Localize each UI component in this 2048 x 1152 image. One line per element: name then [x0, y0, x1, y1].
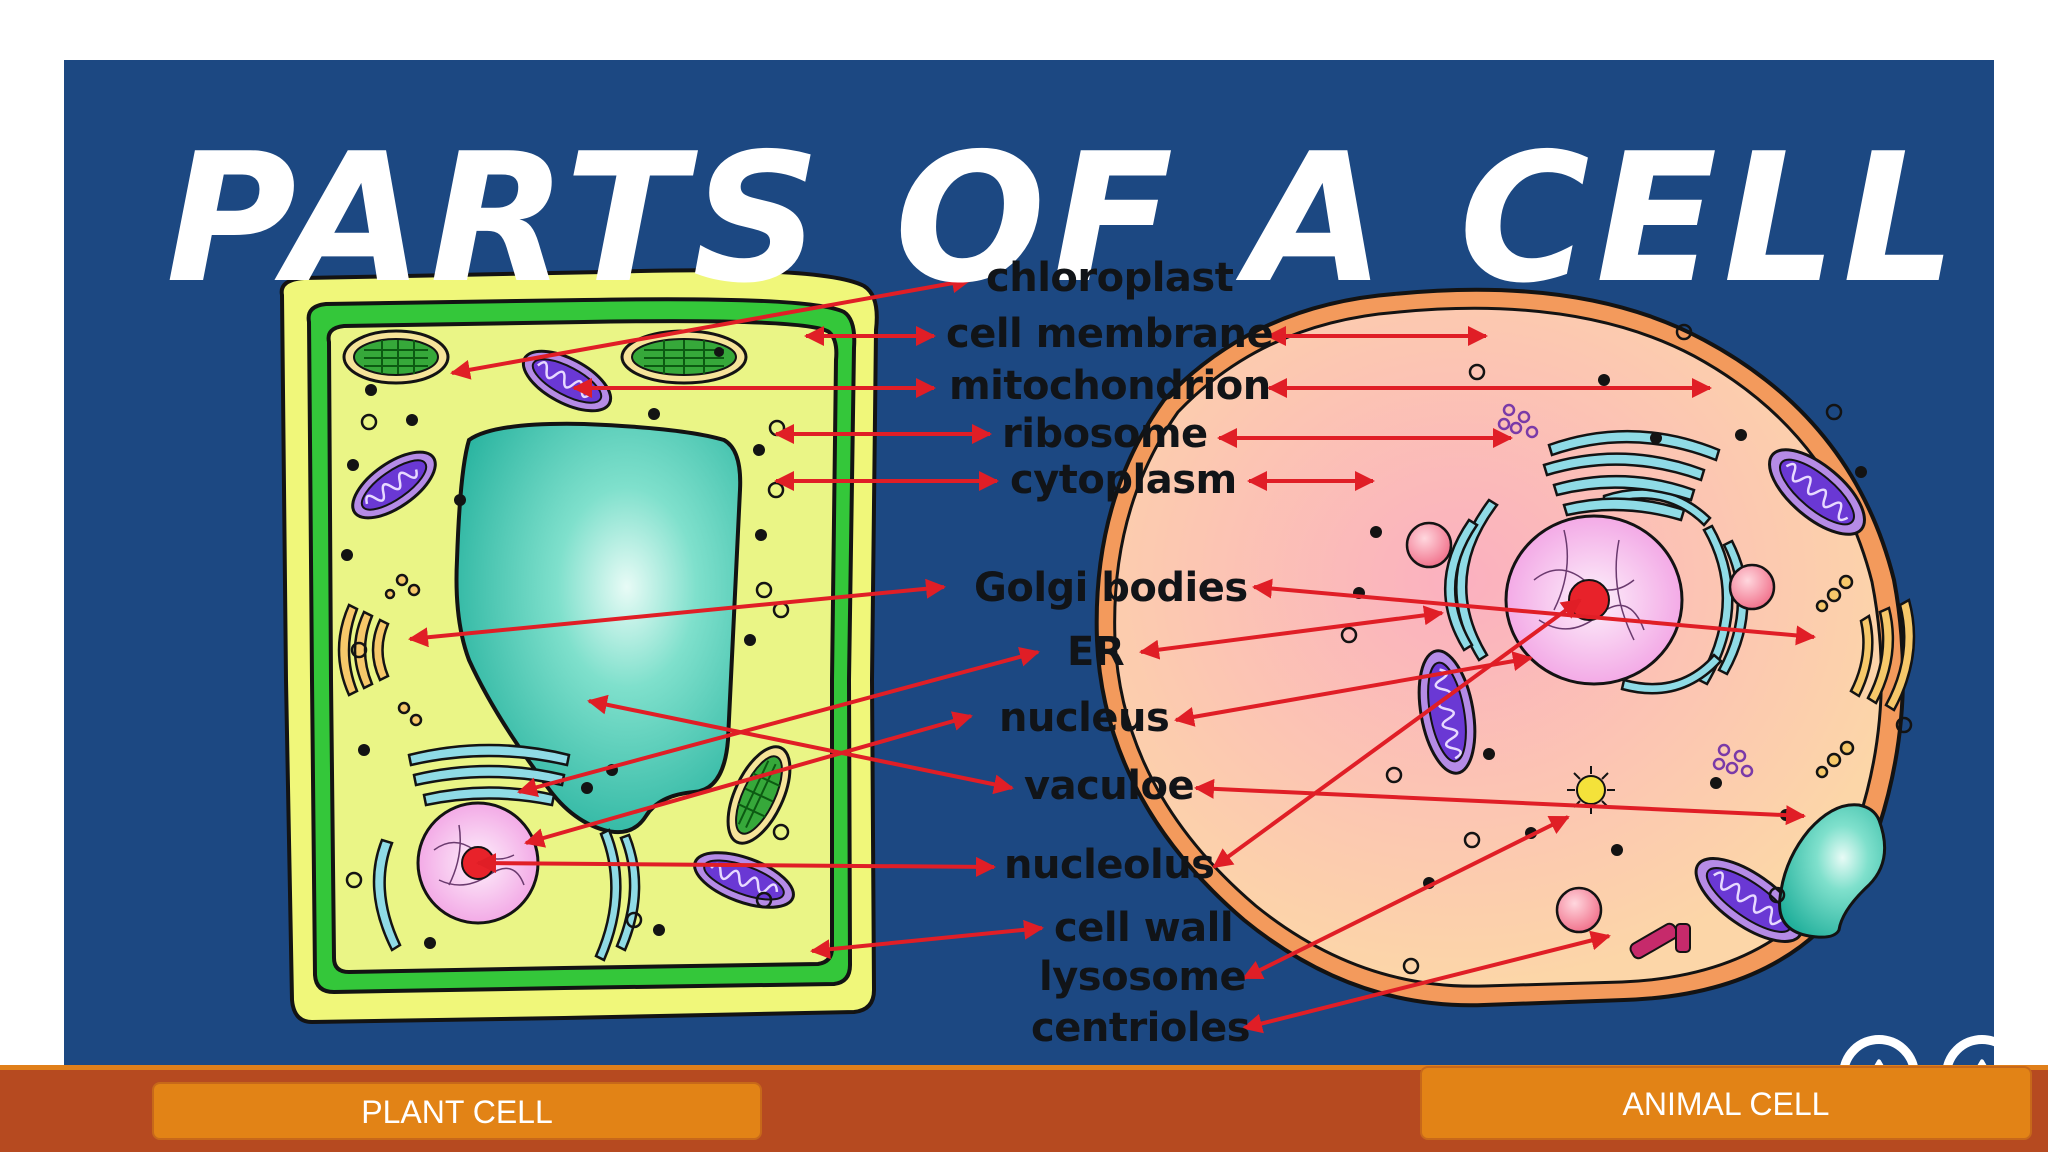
animal-ribosome-cluster [1497, 403, 1754, 778]
animal-centriole [1629, 922, 1691, 960]
leader-arrows [408, 273, 1816, 1034]
animal-cell-button[interactable]: ANIMAL CELL [1420, 1066, 2032, 1140]
label-cytoplasm: cytoplasm [1010, 457, 1237, 503]
animal-golgi-top [1542, 429, 1721, 522]
label-centrioles: centrioles [1031, 1005, 1251, 1051]
label-mitochondrion: mitochondrion [949, 363, 1271, 409]
label-golgi-bodies: Golgi bodies [974, 565, 1248, 611]
triangle-nav-icon [1977, 1059, 1987, 1065]
label-lysosome: lysosome [1039, 954, 1247, 1000]
plant-mitochondrion-left [351, 450, 437, 520]
label-chloroplast: chloroplast [986, 255, 1234, 301]
triangle-nav-icon [1874, 1059, 1884, 1065]
label-er: ER [1067, 629, 1125, 675]
animal-vacuole [1778, 803, 1887, 939]
label-vacuole: vaculoe [1024, 763, 1195, 809]
animal-mitochondrion-bottom [1694, 857, 1804, 943]
label-cell-membrane: cell membrane [946, 311, 1274, 357]
plant-cell [279, 268, 879, 1025]
label-cell-wall: cell wall [1054, 905, 1234, 951]
label-nucleolus: nucleolus [1004, 842, 1215, 888]
animal-golgi-right [1815, 574, 1916, 779]
slide-panel: PARTS OF A CELL chloroplast cell membran… [64, 60, 1994, 1065]
animal-mitochondrion-top [1768, 448, 1866, 536]
page-title: PARTS OF A CELL [165, 115, 1963, 322]
cell-diagram [279, 268, 1916, 1034]
label-ribosome: ribosome [1002, 411, 1208, 457]
plant-cell-button[interactable]: PLANT CELL [152, 1082, 762, 1140]
label-nucleus: nucleus [999, 695, 1170, 741]
chloroplast-top-left [342, 329, 450, 385]
